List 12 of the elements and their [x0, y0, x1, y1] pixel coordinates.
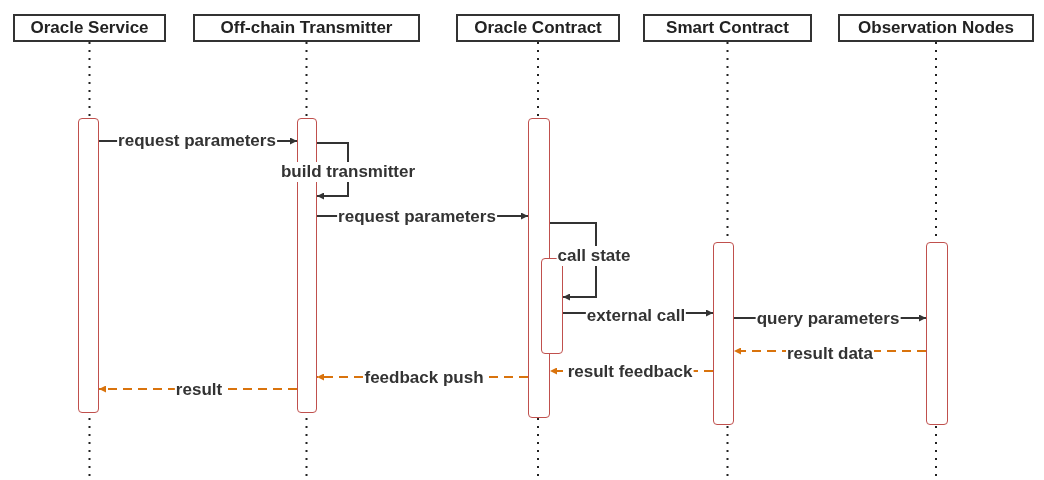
edge-label: feedback push	[363, 368, 485, 388]
lifeline-header-box: Oracle Contract	[456, 14, 620, 42]
edge-label: call state	[556, 246, 632, 266]
lifeline-header-box: Off-chain Transmitter	[193, 14, 420, 42]
activation-bar	[926, 242, 948, 425]
message-arrow	[549, 222, 597, 301]
lifeline-header-box: Oracle Service	[13, 14, 166, 42]
edge-label: build transmitter	[279, 162, 417, 182]
lifeline-header-box: Observation Nodes	[838, 14, 1034, 42]
activation-bar	[713, 242, 734, 425]
activation-bar	[78, 118, 99, 413]
lifeline-header-box: Smart Contract	[643, 14, 812, 42]
